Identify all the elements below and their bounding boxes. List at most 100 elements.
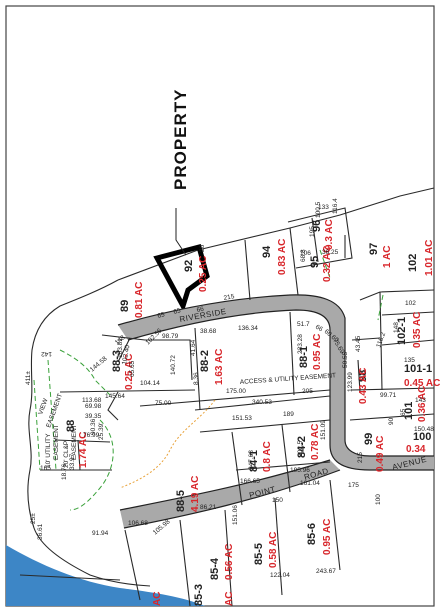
property-outline (153, 243, 210, 313)
dimension-label: 135 (404, 357, 415, 364)
dimension-label: 103.81 (117, 338, 124, 358)
dimension-label: 113.68 (82, 397, 102, 404)
dimension-label: 150 (272, 497, 283, 504)
dimension-label: 25± (30, 513, 37, 524)
dimension-label: 143 (415, 397, 426, 404)
road-edge-south (127, 309, 434, 471)
dimension-label: 86.21 (200, 504, 217, 511)
dimension-label: 148 (393, 322, 400, 333)
dimension-label: 161.04 (300, 480, 320, 487)
dimension-label: 51.7 (297, 321, 310, 328)
dimension-label: 18.76 (61, 463, 68, 480)
dimension-label: 175.00 (226, 388, 246, 395)
lot-lines-southmost (19, 479, 341, 607)
lot-85-3-acres: AC (224, 592, 235, 606)
dimension-label: 247.63 (248, 450, 255, 470)
dimension-label: 165 (40, 465, 51, 472)
dimension-label: 76.99 (83, 432, 100, 439)
north-tract-line (117, 187, 435, 281)
lot-lines-east (349, 289, 435, 421)
point-road-edge-south (123, 469, 341, 529)
point-road-edge-north (119, 459, 331, 511)
lot-98-acres: 0.43 AC (358, 368, 369, 404)
lot-102-1-number: 102-1 (396, 317, 408, 345)
dimension-label: 104.14 (140, 380, 160, 387)
lot-97-number: 97 (368, 243, 380, 255)
dimension-label: 205 (302, 388, 313, 395)
dimension-label: 150.48 (414, 426, 434, 433)
lot-92-acres: 0.25 AC (198, 256, 209, 292)
easement-line-2 (47, 359, 57, 471)
lot-102-acres: 1.01 AC (424, 240, 435, 276)
lot-88-5-acres: 4.19 AC (190, 476, 201, 512)
lot-85-4-number: 85-4 (209, 557, 221, 580)
lot-101-1-number: 101-1 (404, 363, 432, 375)
dimension-label: 340.53 (252, 399, 272, 406)
easement-line-4 (319, 249, 331, 279)
dimension-label: 215 (357, 452, 364, 463)
easement-line-3 (33, 379, 41, 471)
dimension-label: 215 (223, 293, 235, 302)
dimension-label: 25.39' (98, 422, 105, 440)
lot-84-2-acres: 0.78 AC (310, 424, 321, 460)
lot-lines-south (40, 311, 331, 506)
lot-97-acres: 1 AC (382, 246, 393, 268)
lot-88-5-number: 88-5 (175, 490, 187, 512)
dimension-label: 166.65 (240, 478, 260, 485)
edge-acres-label: AC (152, 592, 163, 606)
dimension-label: 136.34 (238, 325, 258, 332)
lot-89-acres: 0.81 AC (134, 282, 145, 318)
shoreline (27, 279, 151, 587)
easement-line-6 (69, 419, 114, 511)
dimension-label: 133 (318, 204, 329, 211)
lot-95-acres: 0.32 AC (322, 246, 333, 282)
lot-98-number: 98 (357, 370, 369, 382)
easement-line-5 (377, 294, 384, 321)
dimension-label: 91.94 (92, 530, 109, 537)
dimension-label: 151.06 (232, 505, 239, 525)
dimension-label: 123.99 (347, 372, 354, 392)
dimension-label: 65.65 (129, 360, 136, 377)
lot-84-2-number: 84-2 (296, 436, 308, 458)
lot-85-6-acres: 0.95 AC (322, 519, 333, 555)
lot-100-acres: 0.34 (406, 444, 426, 455)
water-body (6, 545, 205, 606)
dimension-label: 65 (400, 408, 407, 416)
lot-92-number: 92 (183, 260, 195, 272)
dimension-label: 243.67 (316, 568, 336, 575)
clap-easement-label-b: EASEMENT (71, 424, 78, 460)
callout-leader (175, 208, 187, 256)
dimension-label: 36.25 (322, 249, 339, 256)
lot-88-number: 88 (65, 420, 77, 432)
lot-88-2-number: 88-2 (199, 350, 211, 372)
dimension-label: 20 (199, 244, 206, 252)
lot-95-number: 95 (309, 256, 321, 268)
point-road-surface (120, 460, 340, 528)
dimension-label: 116.4 (332, 198, 339, 214)
dimension-label: 100 (375, 494, 382, 505)
dimension-label: 202.5 (297, 440, 304, 457)
lot-labels: 92 0.25 AC 94 0.83 AC 95 0.32 AC 96 0.3 … (65, 219, 440, 606)
lot-99-number: 99 (363, 433, 375, 445)
lot-85-4-acres: 0.56 AC (224, 544, 235, 580)
lot-88-2-acres: 1.63 AC (214, 349, 225, 385)
dimension-label: 39.35 (85, 413, 102, 420)
dimension-label: 102 (405, 300, 416, 307)
lot-88-1-acres: 0.95 AC (312, 334, 323, 370)
lot-101-acres: 0.36 AC (417, 386, 428, 422)
dimension-label: 8.36 (193, 372, 200, 385)
lot-96-acres: 0.3 AC (324, 219, 335, 250)
dimension-label: 411± (25, 371, 32, 385)
easement-line-7 (119, 399, 216, 489)
road-edge-north (117, 294, 434, 457)
lot-88-3-acres: 0.25 AC (124, 354, 135, 390)
dimension-label: 140.72 (170, 355, 177, 375)
clap-easement-label: 20' CL&P (63, 441, 70, 468)
dimension-label: 195.96 (290, 467, 310, 474)
dimension-label: 106 (300, 250, 311, 257)
dimension-label: 43.45 (355, 335, 362, 352)
lot-99-acres: 0.49 AC (375, 436, 386, 472)
dimension-label: 75.00 (155, 400, 172, 407)
lot-101-1-acres: 0.45 AC (404, 378, 440, 389)
lot-88-3-number: 88-3 (111, 350, 123, 372)
